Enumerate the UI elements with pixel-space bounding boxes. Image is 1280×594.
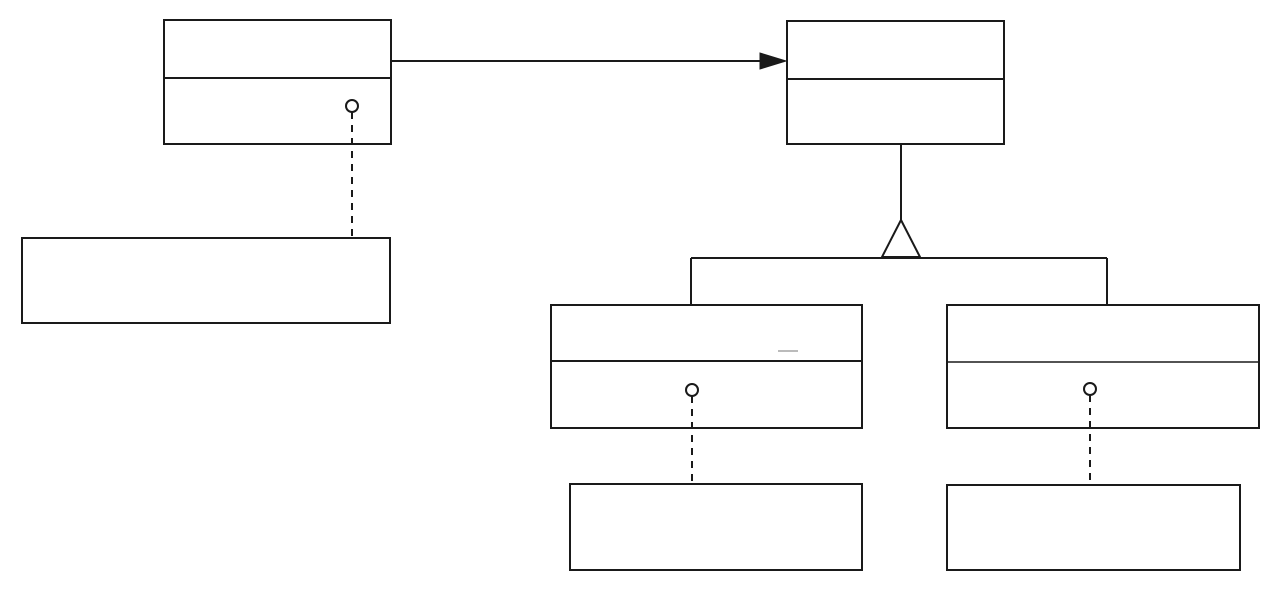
association-arrowhead-icon [759,52,788,70]
class-box-outline [786,20,1005,145]
note-anchor-circle-icon [685,383,699,397]
class-box-outline [550,304,863,429]
class-box-bottom-middle [550,304,863,429]
class-box-outline [163,19,392,145]
note-anchor-circle-icon [345,99,359,113]
generalization-triangle-icon [880,217,922,258]
class-box-outline [946,304,1260,429]
association-arrow [391,52,788,70]
class-box-bottom-right [946,304,1260,429]
class-box-top-right [786,20,1005,145]
note-anchor-circle-icon [1083,382,1097,396]
generalization-hierarchy [690,144,1108,305]
note-box-outline [21,237,391,324]
note-box-left [21,237,391,324]
class-box-top-left [163,19,392,145]
note-box-bottom-middle [569,483,863,571]
note-box-bottom-right [946,484,1241,571]
note-box-outline [946,484,1241,571]
note-box-outline [569,483,863,571]
